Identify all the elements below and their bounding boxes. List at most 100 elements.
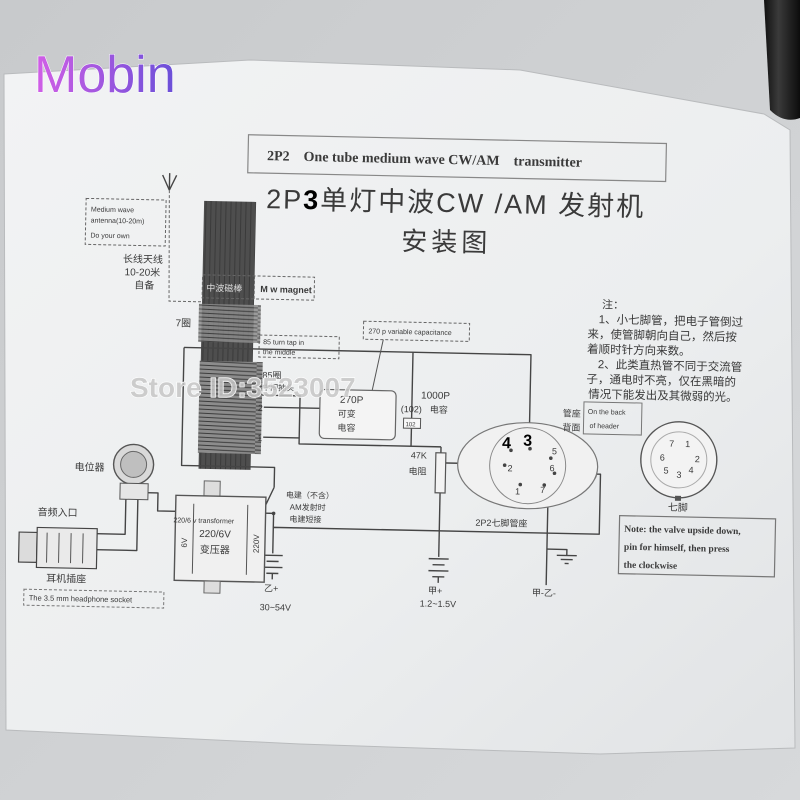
potentiometer [112,443,155,501]
notes-cn-line-3: 着顺时针方向来数。 [587,342,691,358]
transformer-primary: 220V [252,534,261,554]
dark-cylinder [764,0,800,120]
title-rest: 单灯中波CW /AM 发射机 [320,185,646,222]
wire-transformer-secondary [145,492,176,513]
note-box-line-3: the clockwise [623,561,677,572]
potentiometer-label: 电位器 [74,460,104,474]
pin-diagram-pin-7: 7 [669,439,674,449]
socket-back-note-1: On the back [588,409,626,417]
notes-cn-line-6: 情况下能发出及其微弱的光。 [588,387,738,404]
variable-capacitor [318,388,397,441]
title-box [247,134,668,183]
transformer [173,480,267,594]
magnet-label-en: M w magnet [260,284,312,295]
transformer-en: 220/6 v transformer [173,517,234,525]
b-plus-label: 乙+ [264,583,278,593]
coil-terminal-2: 2 [258,403,263,413]
wire-left-side [180,347,276,488]
antenna-cn-line-3: 自备 [134,278,154,291]
headphone-jack-en: The 3.5 mm headphone socket [29,593,133,604]
antenna-note-line-3: Do your own [90,232,130,240]
pin-diagram-pin-1: 1 [685,439,690,449]
resistor-value: 47K [411,450,427,460]
pin-diagram [640,421,718,501]
wire-pot-to-jack-1 [97,499,127,535]
pin-diagram-pin-3: 3 [676,470,681,480]
notes-cn-heading: 注： [602,297,624,311]
headphone-jack-box [23,588,165,609]
coil-terminal-1: 1 [257,433,262,443]
variable-cap-line-3: 电容 [337,422,355,433]
circuit-diagram: 2P2 One tube medium wave CW/AM transmitt… [17,134,777,613]
pin-diagram-label: 七脚 [668,501,688,514]
fixed-capacitor [402,417,422,429]
chinese-subtitle: 安装图 [401,226,492,258]
key-label-line-2: AM发射时 [290,502,326,513]
audio-input-label: 音频入口 [37,505,77,519]
antenna-symbol [162,173,208,303]
variable-cap-line-1: 270P [340,395,364,406]
note-box-line-2: pin for himself, then press [624,543,730,555]
note-box-line-1: Note: the valve upside down, [624,525,741,537]
wire-ground [546,548,568,556]
key-switch-contact [271,511,276,516]
magnet-label-cn: 中波磁棒 [206,282,242,294]
wire-pot-to-jack-2 [96,499,139,552]
tap-note-line-1: 85 turn tap in [263,339,304,347]
ground-symbol [556,554,577,565]
notes-cn-line-2: 来，使管脚朝向自己，然后按 [587,327,737,344]
resistor-label: 电阻 [408,465,426,476]
socket-back-note-2: of header [589,423,619,431]
a-voltage-label: 1.2~1.5V [420,598,456,609]
socket-back-cn-1: 管座 [563,407,581,418]
store-watermark: Store ID:3523007 [130,372,356,403]
headphone-jack [17,526,98,570]
tube-socket [457,422,599,510]
battery-b-plus [262,554,283,580]
title-prefix: 2P [266,184,304,215]
socket-pin-3: 3 [523,433,532,450]
transformer-secondary: 6V [180,537,189,548]
title-digit: 3 [303,185,321,215]
notes-cn-line-4: 2、此类直热管不同于交流管 [598,357,743,374]
antenna-note-line-2: antenna(10-20m) [91,217,145,225]
tap-note-line-2: the middle [263,349,296,357]
wire-coil-tap [262,394,301,438]
notes-cn-line-5: 子，通电时不亮，仅在黑暗的 [586,372,736,389]
fixed-cap-label: 电容 [430,404,448,415]
antenna-note-line-1: Medium wave [91,206,134,214]
pin-diagram-pin-2: 2 [695,454,700,464]
fixed-cap-code: (102) [401,404,422,414]
socket-pin-2: 2 [507,463,512,473]
headphone-jack-cn: 耳机插座 [46,572,86,586]
pin-diagram-pin-6: 6 [660,452,665,462]
wire-top-loop [184,346,532,423]
socket-back-cn-2: 背面 [562,421,580,432]
wire-coil-terminal-1 [263,436,442,448]
antenna-note-box [84,197,167,247]
socket-pin-4: 4 [502,435,511,452]
key-label-line-1: 电建（不含） [286,490,334,501]
variable-cap-note: 270 p variable capacitance [368,328,452,337]
note-box [617,515,777,578]
small-coil-7-turns [198,303,261,344]
tap-cn-line-2: 中间抽头 [262,382,294,393]
transformer-cn: 变压器 [200,543,230,557]
small-coil-label: 7圈 [175,317,191,329]
socket-pin-7: 7 [540,485,545,495]
fixed-cap-value: 1000P [421,390,450,402]
variable-cap-pointer [371,339,384,391]
wire-fixed-cap [410,352,414,419]
magnet-label-box [201,274,316,301]
fixed-cap-marking: 102 [405,422,416,428]
wire-coil-terminal-2 [263,406,320,410]
key-label-line-3: 电建短接 [289,514,321,525]
mobin-logo: Mobin [34,46,176,104]
socket-label: 2P2七脚管座 [475,517,527,529]
antenna-cn-line-2: 10-20米 [124,265,160,279]
variable-cap-line-2: 可变 [338,408,356,419]
socket-pin-1: 1 [515,486,520,496]
socket-pin-6: 6 [550,463,555,473]
chinese-title: 2P3单灯中波CW /AM 发射机 [266,184,646,222]
